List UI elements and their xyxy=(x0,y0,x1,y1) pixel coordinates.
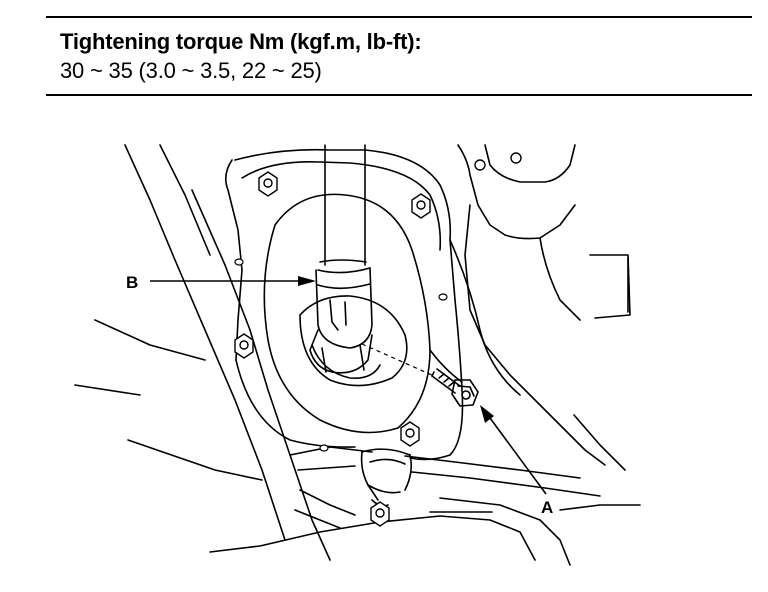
torque-spec-value: 30 ~ 35 (3.0 ~ 3.5, 22 ~ 25) xyxy=(60,58,322,83)
filler-hose xyxy=(309,144,373,374)
nut-lower-right xyxy=(400,421,420,447)
top-rule xyxy=(46,16,752,18)
nut-bracket xyxy=(370,501,390,527)
mounting-bolts xyxy=(234,152,522,527)
left-body-panel xyxy=(74,144,331,561)
filler-opening xyxy=(263,193,431,434)
nut-top-bracket-right xyxy=(510,152,522,164)
bolt-a xyxy=(431,368,479,407)
callout-label-b: B xyxy=(126,273,138,292)
rivet-holes xyxy=(234,258,448,452)
nut-left-middle xyxy=(234,333,254,359)
callout-a-leader xyxy=(480,405,547,495)
torque-spec-title: Tightening torque Nm (kgf.m, lb-ft): xyxy=(60,29,422,54)
torque-spec-box: Tightening torque Nm (kgf.m, lb-ft): 30 … xyxy=(46,16,752,96)
right-side-bracket xyxy=(429,144,631,471)
hose-clamp-bracket xyxy=(360,448,412,507)
nut-upper-left xyxy=(258,171,278,197)
nut-top-bracket-left xyxy=(474,159,486,171)
callout-label-a: A xyxy=(541,498,553,517)
install-alignment-line xyxy=(361,343,433,376)
mounting-plate xyxy=(224,148,464,461)
bottom-rule xyxy=(46,94,752,96)
callout-b-leader xyxy=(150,276,316,286)
nut-upper-right xyxy=(411,193,431,219)
